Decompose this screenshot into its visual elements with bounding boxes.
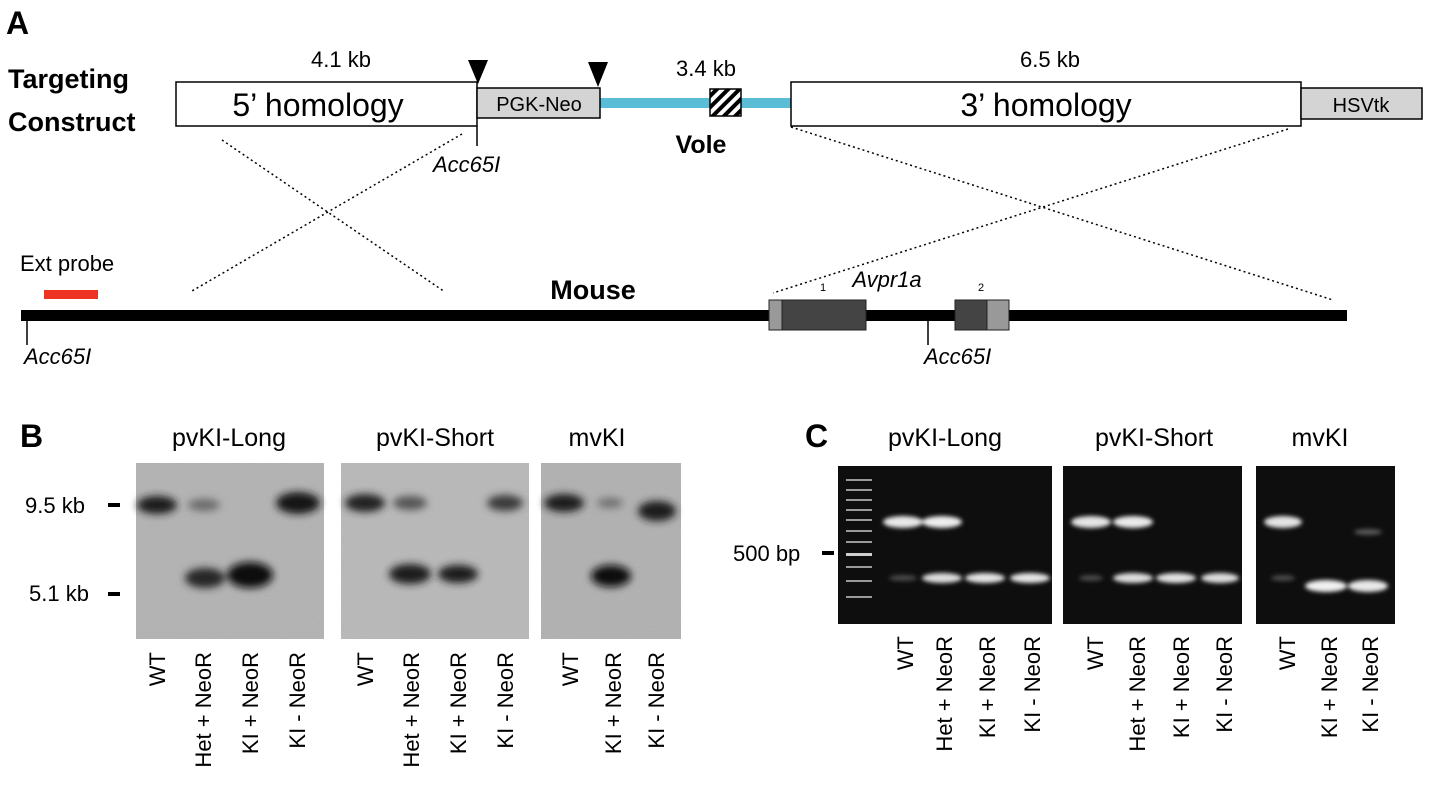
blot-bands <box>544 494 676 587</box>
loxp-triangle-left-icon <box>468 60 488 84</box>
gel-background <box>1256 466 1395 624</box>
lane-label: KI - NeoR <box>285 652 310 749</box>
lane-label: WT <box>893 636 918 670</box>
construct-title-line1: Targeting <box>8 64 129 94</box>
blot-bands <box>137 492 320 588</box>
ext-probe-label: Ext probe <box>20 251 114 276</box>
gel-bands <box>1264 516 1388 592</box>
mouse-acc65i-left-label: Acc65I <box>22 344 91 369</box>
gene-label: Avpr1a <box>850 267 921 292</box>
marker-9-5kb-tick <box>108 503 120 507</box>
three-homology-size: 6.5 kb <box>1020 47 1080 72</box>
pgk-neo-box <box>476 87 601 119</box>
gel-bands <box>1071 516 1239 583</box>
blot-mvki: mvKI <box>541 424 681 639</box>
lane-label: KI - NeoR <box>1020 636 1045 733</box>
vole-label: Vole <box>676 131 727 159</box>
blot-grain <box>136 463 324 639</box>
construct-acc65i-label: Acc65I <box>431 152 500 177</box>
blot-pvki-short: pvKI-Short <box>341 424 529 639</box>
marker-5-1kb-tick <box>108 592 120 596</box>
lane-label: KI + NeoR <box>975 636 1000 738</box>
lane-label: KI - NeoR <box>1358 636 1383 733</box>
mouse-chromosome-line <box>21 310 1347 321</box>
blot-title: pvKI-Short <box>376 424 494 452</box>
marker-9-5kb: 9.5 kb <box>25 493 85 518</box>
crossover-lines <box>191 126 1334 301</box>
lane-label: WT <box>1083 636 1108 670</box>
lane-label: KI + NeoR <box>1169 636 1194 738</box>
mouse-acc65i-right-label: Acc65I <box>922 344 991 369</box>
lane-label: WT <box>353 652 378 686</box>
exon1-utr <box>768 299 784 331</box>
lane-label: Het + NeoR <box>1125 636 1150 752</box>
lane-label: KI + NeoR <box>238 652 263 754</box>
gel-pvki-long: pvKI-Long <box>838 424 1052 624</box>
blot-lanes-mvki: WT KI + NeoR KI - NeoR <box>558 652 669 754</box>
pgk-neo-label: PGK-Neo <box>496 94 582 116</box>
exon2-utr <box>986 299 1010 331</box>
gel-ladder <box>846 479 872 598</box>
mouse-label: Mouse <box>550 275 636 305</box>
gel-mvki: mvKI <box>1256 424 1395 624</box>
five-homology-size: 4.1 kb <box>311 47 371 72</box>
blot-title: pvKI-Long <box>172 424 286 452</box>
gel-lanes-pvki-short: WT Het + NeoR KI + NeoR KI - NeoR <box>1083 636 1237 752</box>
lane-label: WT <box>558 652 583 686</box>
lane-label: KI + NeoR <box>1317 636 1342 738</box>
blot-title: mvKI <box>569 424 626 452</box>
lane-label: Het + NeoR <box>191 652 216 768</box>
panel-c: C 500 bp pvKI-Long <box>733 418 1395 752</box>
exon1-number: 1 <box>820 282 826 294</box>
lane-label: KI - NeoR <box>644 652 669 749</box>
lane-label: Het + NeoR <box>399 652 424 768</box>
lane-label: KI + NeoR <box>601 652 626 754</box>
gel-lanes-pvki-long: WT Het + NeoR KI + NeoR KI - NeoR <box>893 636 1045 752</box>
blot-grain <box>541 463 681 639</box>
loxp-triangle-right-icon <box>588 62 608 87</box>
lane-label: Het + NeoR <box>932 636 957 752</box>
gel-pvki-short: pvKI-Short <box>1063 424 1242 624</box>
exon2-coding <box>954 299 989 331</box>
lane-label: KI + NeoR <box>446 652 471 754</box>
panel-a: A Targeting Construct 4.1 kb 3.4 kb 6.5 … <box>6 5 1423 369</box>
blot-pvki-long: pvKI-Long <box>136 424 324 639</box>
construct-title-line2: Construct <box>8 107 136 137</box>
lane-label: KI - NeoR <box>493 652 518 749</box>
hsvtk-box <box>1300 87 1423 120</box>
blot-lanes-pvki-short: WT Het + NeoR KI + NeoR KI - NeoR <box>353 652 518 768</box>
lane-label: WT <box>145 652 170 686</box>
blot-lanes-pvki-long: WT Het + NeoR KI + NeoR KI - NeoR <box>145 652 310 768</box>
five-homology-label: 5’ homology <box>232 87 403 123</box>
gel-background <box>838 466 1052 624</box>
lane-label: KI - NeoR <box>1212 636 1237 733</box>
hsvtk-label: HSVtk <box>1333 95 1391 117</box>
three-homology-box <box>790 81 1302 127</box>
ext-probe-bar <box>44 290 98 299</box>
gel-title: pvKI-Long <box>888 424 1002 452</box>
gel-title: mvKI <box>1292 424 1349 452</box>
marker-500bp-tick <box>822 551 834 555</box>
panel-b: B 9.5 kb 5.1 kb pvKI-Long WT Het + NeoR … <box>20 418 681 768</box>
blot-grain <box>341 463 529 639</box>
blot-bands <box>345 494 523 584</box>
three-homology-label: 3’ homology <box>960 87 1131 123</box>
marker-500bp: 500 bp <box>733 541 800 566</box>
exon1-coding <box>781 299 867 331</box>
lane-label: WT <box>1275 636 1300 670</box>
panel-c-label: C <box>805 418 828 454</box>
marker-5-1kb: 5.1 kb <box>29 581 89 606</box>
gel-bands <box>883 516 1050 583</box>
gel-lanes-mvki: WT KI + NeoR KI - NeoR <box>1275 636 1383 738</box>
panel-b-label: B <box>20 418 43 454</box>
gel-background <box>1063 466 1242 624</box>
panel-a-label: A <box>6 5 29 41</box>
gel-title: pvKI-Short <box>1095 424 1213 452</box>
vole-insert-box <box>709 88 742 117</box>
vole-size: 3.4 kb <box>676 56 736 81</box>
exon2-number: 2 <box>978 282 984 294</box>
